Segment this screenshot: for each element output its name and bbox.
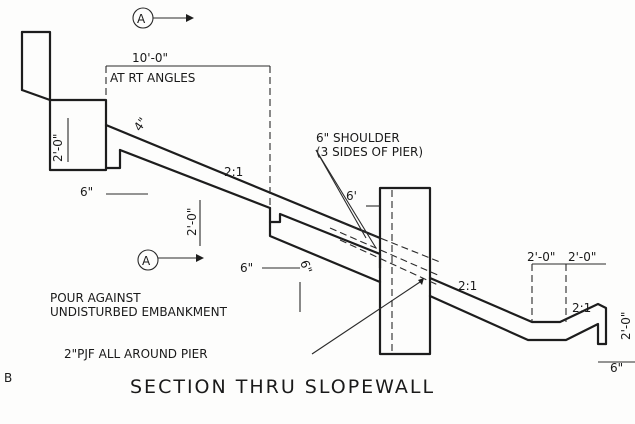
slope-label-end: 2:1 (572, 301, 591, 315)
shoulder-note-line2: (3 SIDES OF PIER) (316, 145, 423, 159)
projection-line (329, 227, 441, 277)
pour-note-line2: UNDISTURBED EMBANKMENT (50, 305, 228, 319)
dim-2ft-mid-label: 2'-0" (185, 208, 199, 236)
dim-6in-vertical-label: 6" (297, 258, 315, 275)
slope-label-right: 2:1 (458, 279, 477, 293)
shoulder-note-line1: 6" SHOULDER (316, 131, 400, 145)
dim-6in-mid-label: 6" (240, 261, 253, 275)
dim-6in-right-label: 6" (610, 361, 623, 375)
abutment-edge (20, 88, 52, 102)
slope-label-upper: 2:1 (224, 165, 243, 179)
dim-2ft-right-b-label: 2'-0" (568, 250, 596, 264)
dim-6in-left-label: 6" (80, 185, 93, 199)
toe-left (104, 148, 122, 170)
pjf-leader (311, 281, 421, 355)
shoulder-leader (315, 149, 367, 239)
section-marker-bottom-label: A (142, 254, 151, 268)
right-slope-top (428, 276, 608, 346)
shoulder-leader (315, 149, 377, 249)
arrow-head-icon (418, 278, 424, 285)
projection-line (329, 217, 441, 263)
pour-note-line1: POUR AGAINST (50, 291, 141, 305)
dim-4in-label: 4" (131, 115, 150, 134)
pjf-note: 2"PJF ALL AROUND PIER (64, 347, 208, 361)
pier (378, 186, 432, 356)
dim-10ft-label: 10'-0" (132, 51, 168, 65)
corner-letter: B (4, 371, 12, 385)
dim-2ft-right-vert-label: 2'-0" (619, 312, 633, 340)
section-marker-bottom (137, 249, 159, 271)
right-slope-bottom (428, 294, 608, 346)
arrow-head-icon (196, 254, 204, 262)
lower-slab (268, 220, 382, 284)
dim-2ft-left-label: 2'-0" (51, 134, 65, 162)
dim-6in-pier-label: 6' (346, 189, 357, 203)
section-marker-top-label: A (137, 12, 146, 26)
drawing-title: SECTION THRU SLOPEWALL (130, 376, 435, 398)
projection-line (339, 239, 441, 287)
arrow-head-icon (186, 14, 194, 22)
dim-2ft-right-a-label: 2'-0" (527, 250, 555, 264)
slope-slab-bottom (118, 148, 272, 210)
at-rt-angles-label: AT RT ANGLES (110, 71, 195, 85)
